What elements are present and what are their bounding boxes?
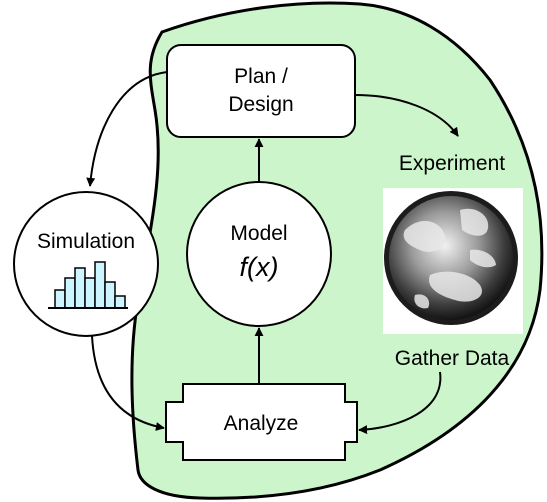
experiment-label: Experiment <box>399 152 505 175</box>
design-label: Design <box>228 93 293 116</box>
model-formula: f(x) <box>240 252 279 282</box>
simulation-node: Simulation <box>13 191 159 337</box>
model-label: Model <box>230 222 287 245</box>
arrow-plan-to-simulation <box>86 71 168 187</box>
plan-design-node: Plan / Design <box>166 44 356 138</box>
arrow-plan-to-experiment <box>354 94 459 137</box>
earth-image <box>383 188 523 334</box>
gather-data-label: Gather Data <box>395 347 510 370</box>
analyze-node: Analyze <box>165 383 358 461</box>
analyze-label: Analyze <box>224 412 299 435</box>
arrow-gather-to-analyze <box>358 371 442 435</box>
simulation-label: Simulation <box>37 230 135 253</box>
arrow-simulation-to-analyze <box>91 335 165 431</box>
plan-label: Plan / <box>234 65 288 88</box>
model-node: Model f(x) <box>186 181 332 327</box>
